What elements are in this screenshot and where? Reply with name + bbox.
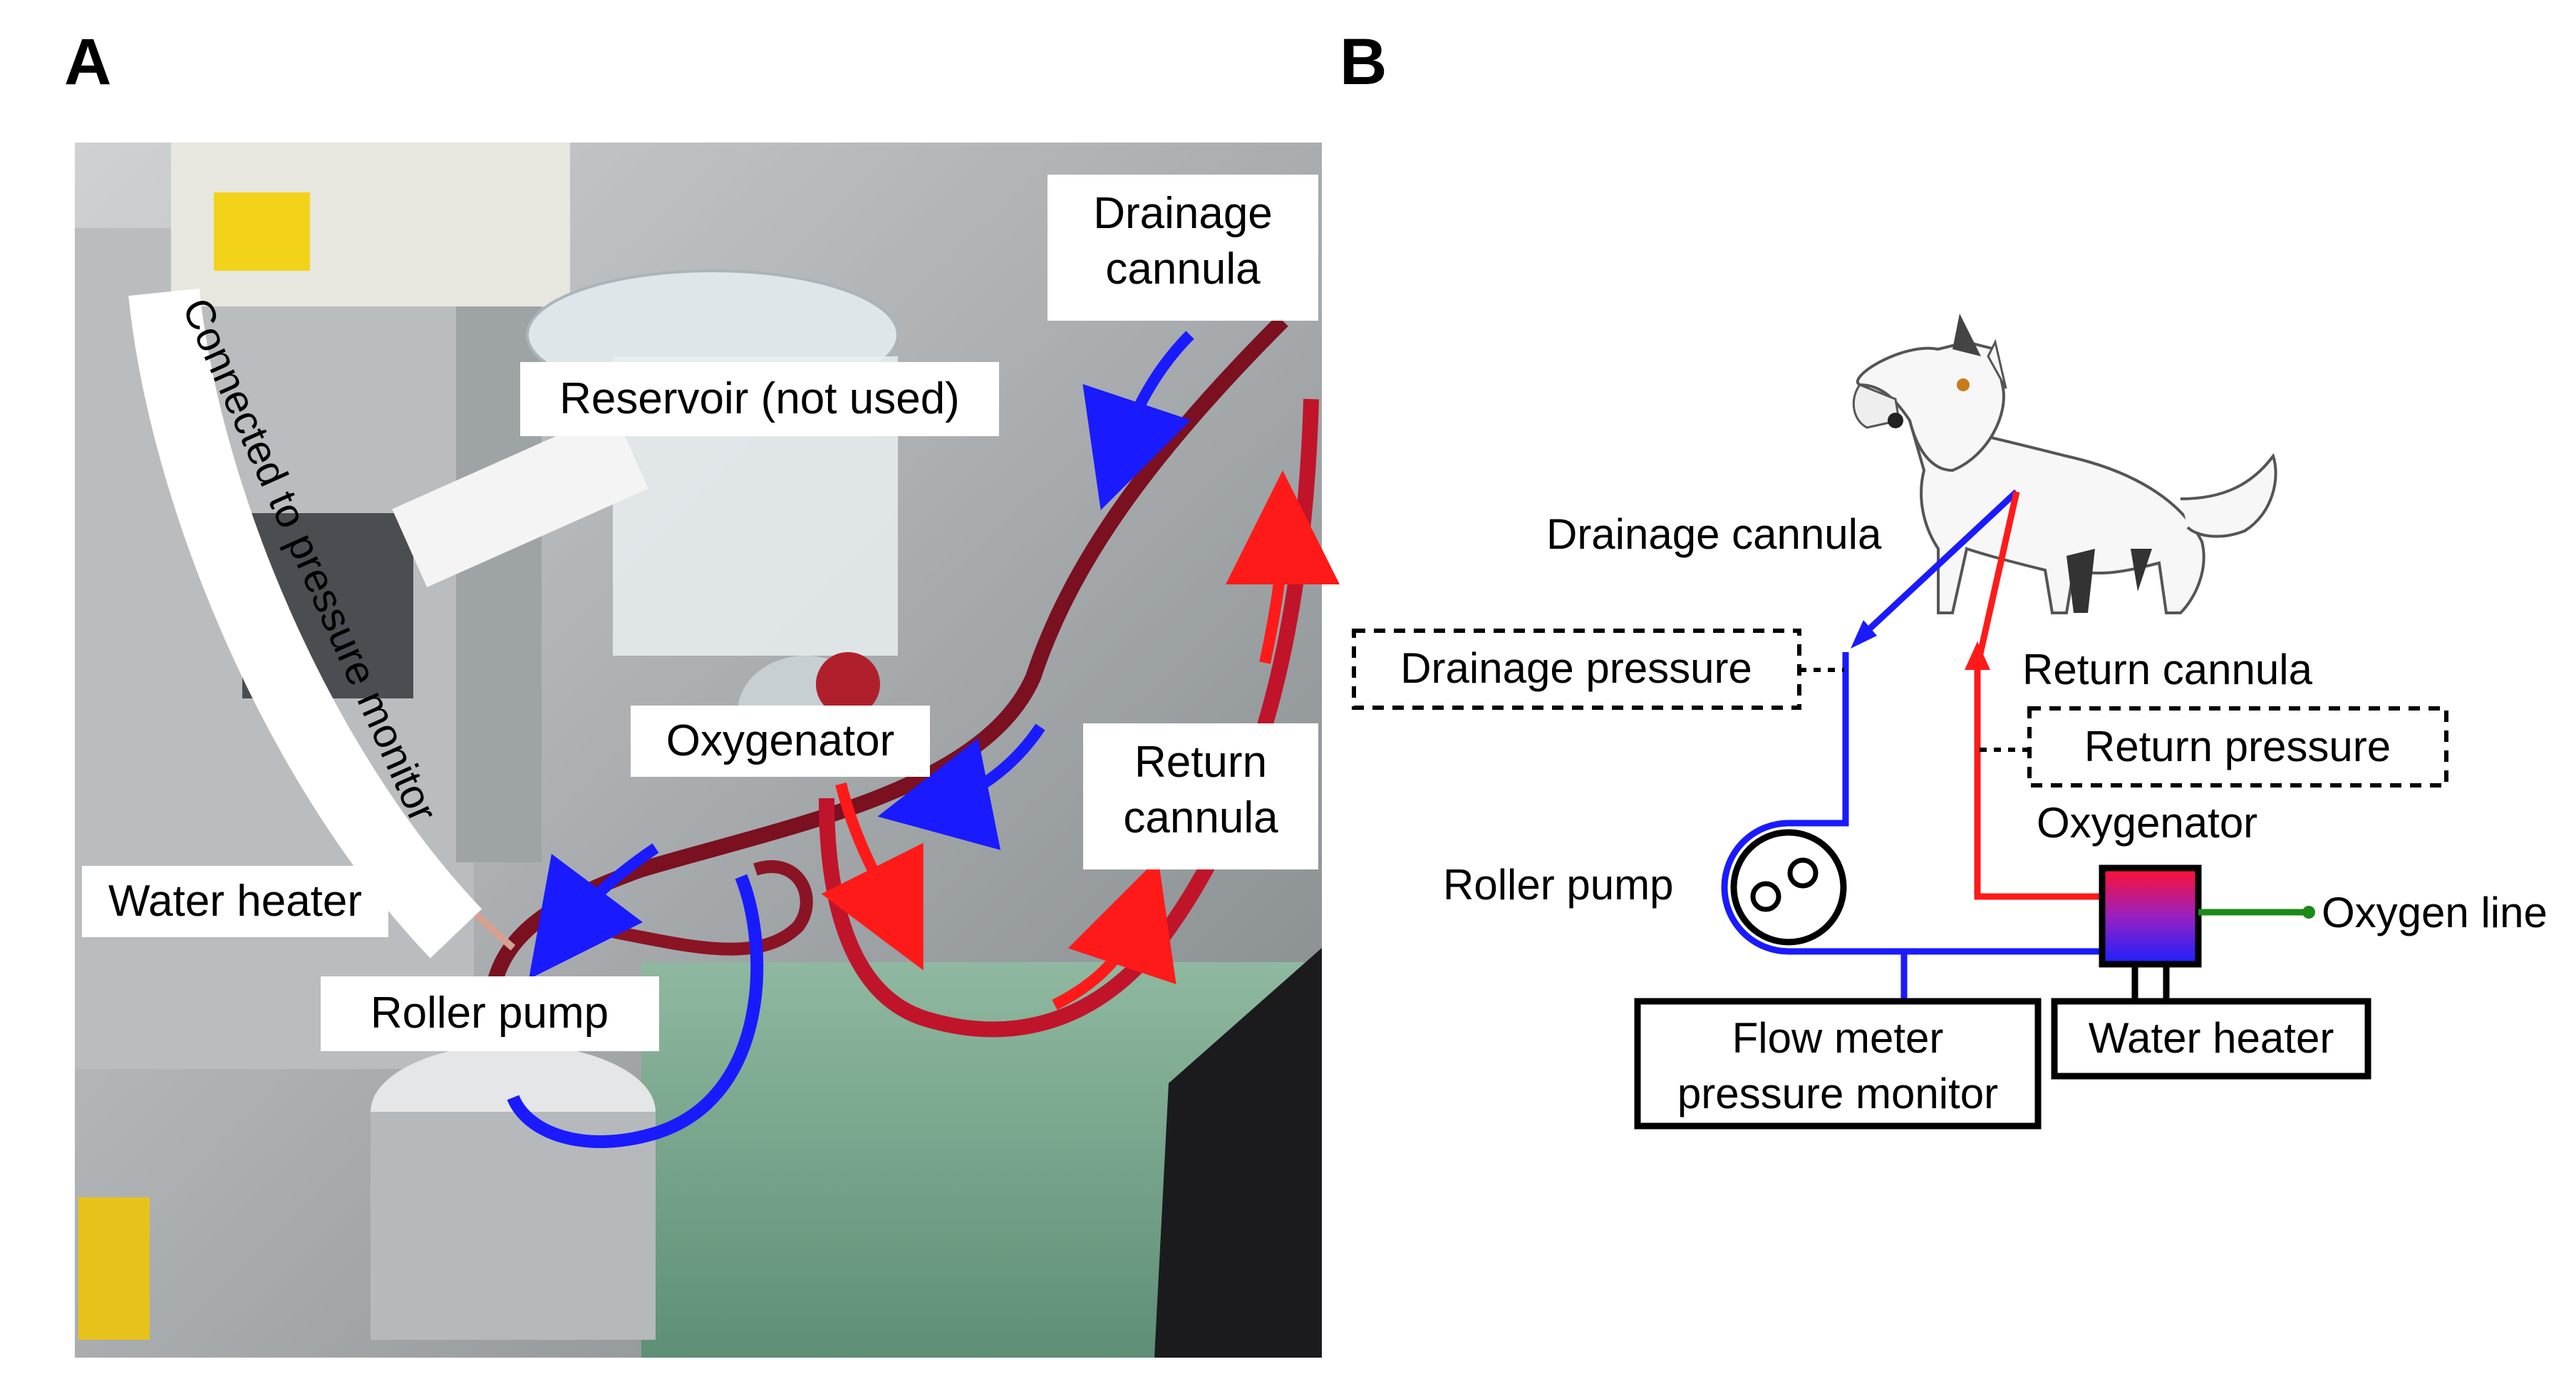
roller-left: [1750, 881, 1781, 912]
oxygen-line-end: [2302, 906, 2315, 919]
label-oxygenator: Oxygenator: [666, 716, 895, 765]
label-box-oxygenator: [631, 706, 930, 777]
label-water-heater-photo: Water heater: [108, 877, 362, 926]
warning-sticker: [214, 192, 310, 271]
pump-tube: [583, 860, 813, 956]
photo-panel: Drainage cannula Reservoir (not used) Co…: [75, 143, 1340, 1358]
flow-arrow-return-3: [1225, 470, 1340, 664]
dog-tail: [2180, 453, 2277, 538]
oxygenator-symbol: [2099, 864, 2202, 968]
label-drainage-line2: cannula: [1105, 244, 1261, 294]
syringe: [392, 410, 648, 587]
label-return-cannula: Return cannula: [2022, 646, 2313, 693]
flow-arrow-drainage: [1082, 331, 1194, 510]
label-band-pressure-monitor: [128, 288, 482, 959]
label-return-line2: cannula: [1123, 793, 1278, 842]
dog-nose: [1888, 413, 1903, 428]
dog-illustration: [1852, 314, 2277, 614]
dog-eye: [1957, 378, 1970, 391]
drainage-cannula-line: [1857, 489, 2019, 641]
bottom-sticker: [78, 1197, 150, 1340]
label-return-pressure: Return pressure: [2084, 723, 2391, 770]
dog-chest-shadow: [2131, 549, 2152, 592]
label-box-drainage: [1048, 175, 1318, 321]
label-flow-meter-line2: pressure monitor: [1677, 1070, 1998, 1117]
flow-arrow-return-2: [1052, 858, 1176, 1011]
venous-line-to-pump: [1789, 652, 1849, 827]
panel-a-letter: A: [64, 26, 111, 98]
label-roller-pump-photo: Roller pump: [371, 988, 609, 1038]
return-line: [1974, 666, 2102, 900]
label-water-heater-schematic: Water heater: [2089, 1014, 2334, 1062]
dog-body: [1908, 418, 2205, 614]
label-drainage-cannula: Drainage cannula: [1546, 510, 1882, 558]
dog-leg-shadow: [2067, 549, 2095, 613]
return-pressure-box: [2027, 706, 2448, 787]
panel-b-letter: B: [1340, 26, 1387, 98]
label-box-roller-pump: [321, 976, 659, 1051]
flow-arrow-oxygenator-in: [877, 723, 1045, 850]
dog-ear-right: [1987, 339, 2007, 389]
roller-right: [1787, 857, 1819, 889]
drainage-arrowhead: [1851, 620, 1877, 649]
label-drainage-pressure: Drainage pressure: [1400, 644, 1752, 692]
flow-arrow-return-1: [821, 783, 924, 971]
flow-arrow-pump-loop: [507, 874, 764, 1148]
label-oxygen-line: Oxygen line: [2322, 889, 2547, 936]
drainage-pressure-box: [1352, 629, 1801, 710]
label-roller-pump-schematic: Roller pump: [1443, 861, 1673, 909]
label-box-return: [1083, 723, 1318, 869]
label-flow-meter-line1: Flow meter: [1732, 1014, 1944, 1062]
schematic-panel: Flow meter pressure monitor Water heater…: [1352, 314, 2547, 1130]
label-drainage-line1: Drainage: [1093, 189, 1273, 238]
dog-ear-left: [1952, 314, 1981, 356]
flow-meter-box: [1634, 998, 2042, 1130]
red-component: [816, 652, 880, 716]
roller-pump-base: [371, 1112, 656, 1340]
roller-pump-symbol: [1730, 829, 1847, 946]
label-box-water-heater: [82, 866, 388, 937]
label-box-reservoir: [520, 362, 999, 436]
label-reservoir: Reservoir (not used): [559, 374, 960, 423]
water-heater-box: [2051, 998, 2371, 1080]
label-return-line1: Return: [1134, 738, 1267, 787]
return-cannula-line: [1974, 491, 2020, 667]
flow-arrow-pump-in: [528, 843, 659, 979]
label-oxygenator-schematic: Oxygenator: [2037, 799, 2257, 847]
dark-cover: [1154, 948, 1322, 1358]
roller-pump-wrap: [1721, 820, 1789, 955]
